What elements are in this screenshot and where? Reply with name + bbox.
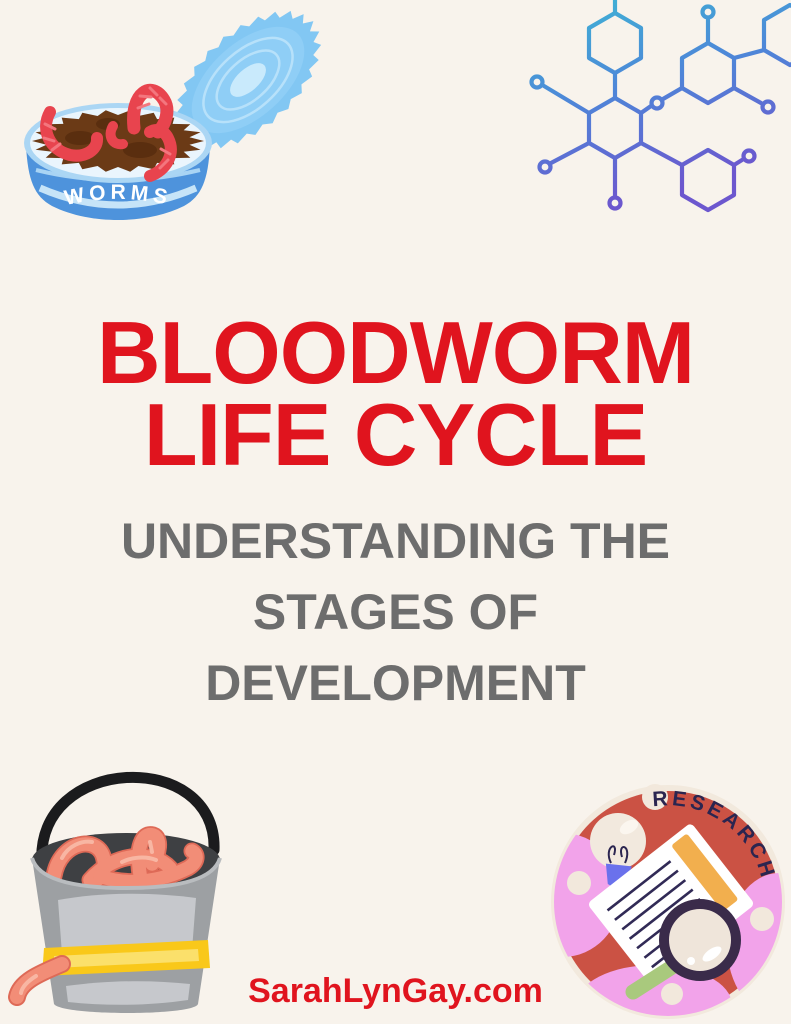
- research-badge-illustration: RESEARCH: [551, 784, 785, 1019]
- subtitle-line-1: UNDERSTANDING THE: [120, 513, 671, 569]
- subtitle-line-2: STAGES OF: [252, 584, 539, 640]
- worms-can-illustration: WORMS: [24, 10, 322, 220]
- bucket-handle: [36, 772, 220, 870]
- molecule-hexagon: [761, 2, 791, 68]
- molecule-hexagon: [586, 10, 644, 76]
- molecule-hexagon: [586, 95, 644, 161]
- poster-subtitle: UNDERSTANDING THE STAGES OF DEVELOPMENT: [0, 506, 791, 719]
- molecule-node: [607, 195, 623, 211]
- molecule-hexagon: [679, 40, 737, 106]
- title-line-2: LIFE CYCLE: [143, 385, 648, 484]
- molecule-illustration: [529, 0, 791, 213]
- title-line-1: BLOODWORM: [96, 303, 695, 402]
- can-worms: [40, 83, 177, 182]
- badge-dots: [567, 784, 774, 1005]
- molecule-hexagon: [679, 147, 737, 213]
- hanging-worm: [8, 955, 71, 1006]
- bucket-worms: [45, 826, 205, 891]
- poster-title: BLOODWORM LIFE CYCLE: [0, 303, 791, 484]
- can-lid-icon: [174, 10, 322, 150]
- molecule-node: [760, 99, 776, 115]
- molecule-node: [649, 95, 665, 111]
- molecule-node: [529, 74, 545, 90]
- subtitle-line-3: DEVELOPMENT: [205, 655, 586, 711]
- molecule-node: [700, 4, 716, 20]
- molecule-node: [537, 159, 553, 175]
- magnifier-icon: [625, 899, 741, 1000]
- bucket-stripe: [42, 940, 210, 976]
- bucket-body: [30, 857, 222, 1013]
- site-footer-text: SarahLynGay.com: [248, 972, 543, 1010]
- bucket-illustration: [8, 772, 222, 1013]
- molecule-node: [741, 148, 757, 164]
